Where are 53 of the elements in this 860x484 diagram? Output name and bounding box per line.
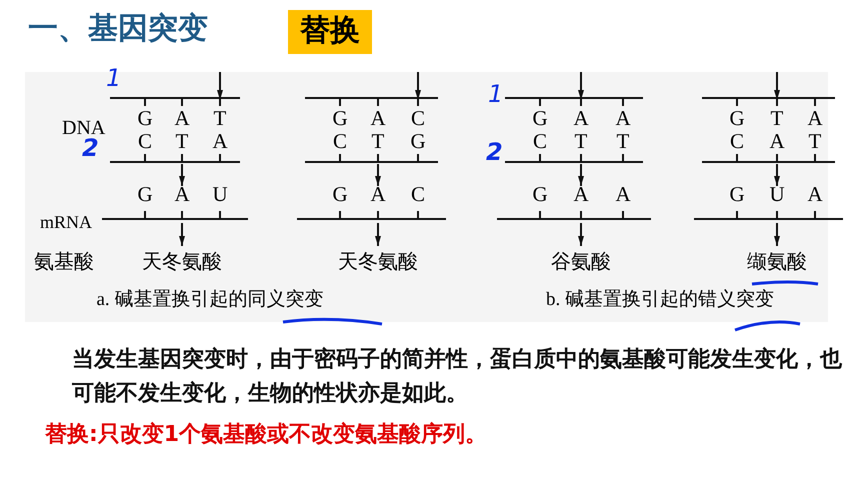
base-letter: G: [730, 184, 745, 205]
row-label: 氨基酸: [34, 252, 94, 272]
base-letter: T: [214, 108, 226, 129]
base-letter: T: [372, 131, 384, 152]
base-letter: A: [808, 184, 823, 205]
title: 一、基因突变: [28, 14, 208, 44]
base-letter: A: [574, 184, 589, 205]
base-letter: T: [574, 131, 588, 152]
base-letter: A: [770, 131, 785, 152]
base-letter: A: [370, 108, 386, 129]
base-letter: G: [410, 131, 426, 152]
base-letter: C: [333, 131, 348, 152]
amino-acid-name: 天冬氨酸: [338, 252, 418, 272]
base-letter: U: [212, 184, 228, 205]
base-letter: U: [770, 184, 785, 205]
highlight-tag: 替换: [288, 10, 372, 54]
base-letter: G: [730, 108, 745, 129]
base-letter: C: [138, 131, 152, 152]
base-letter: C: [730, 131, 744, 152]
base-letter: G: [138, 108, 153, 129]
strand-label: DNA: [62, 118, 106, 138]
base-letter: A: [174, 108, 190, 129]
base-letter: T: [808, 131, 822, 152]
base-letter: A: [212, 131, 228, 152]
strand-label: mRNA: [40, 213, 92, 231]
figure-caption: b. 碱基置换引起的错义突变: [546, 290, 774, 309]
base-letter: A: [616, 184, 631, 205]
base-letter: G: [332, 108, 348, 129]
base-letter: C: [533, 131, 548, 152]
base-letter: T: [770, 108, 784, 129]
handwritten-number: 1: [106, 66, 122, 90]
base-letter: G: [532, 108, 548, 129]
base-letter: A: [174, 184, 190, 205]
figure-caption: a. 碱基置换引起的同义突变: [96, 290, 324, 309]
amino-acid-name: 缬氨酸: [747, 252, 807, 272]
handwritten-number: 2: [82, 136, 99, 160]
base-letter: A: [808, 108, 823, 129]
base-letter: A: [616, 108, 631, 129]
base-letter: C: [411, 184, 426, 205]
body-paragraph: 当发生基因突变时，由于密码子的简并性，蛋白质中的氨基酸可能发生变化，也可能不发生变化，生物的性状亦是如此。: [72, 346, 842, 408]
base-letter: T: [176, 131, 188, 152]
base-letter: G: [332, 184, 348, 205]
base-letter: T: [616, 131, 630, 152]
base-letter: G: [138, 184, 153, 205]
key-note: 替换:只改变1个氨基酸或不改变氨基酸序列。: [45, 424, 488, 446]
handwritten-number: 1: [488, 82, 504, 106]
amino-acid-name: 天冬氨酸: [142, 252, 222, 272]
base-letter: A: [370, 184, 386, 205]
base-letter: C: [411, 108, 426, 129]
base-letter: G: [532, 184, 548, 205]
amino-acid-name: 谷氨酸: [551, 252, 611, 272]
handwritten-number: 2: [486, 140, 503, 164]
base-letter: A: [574, 108, 589, 129]
